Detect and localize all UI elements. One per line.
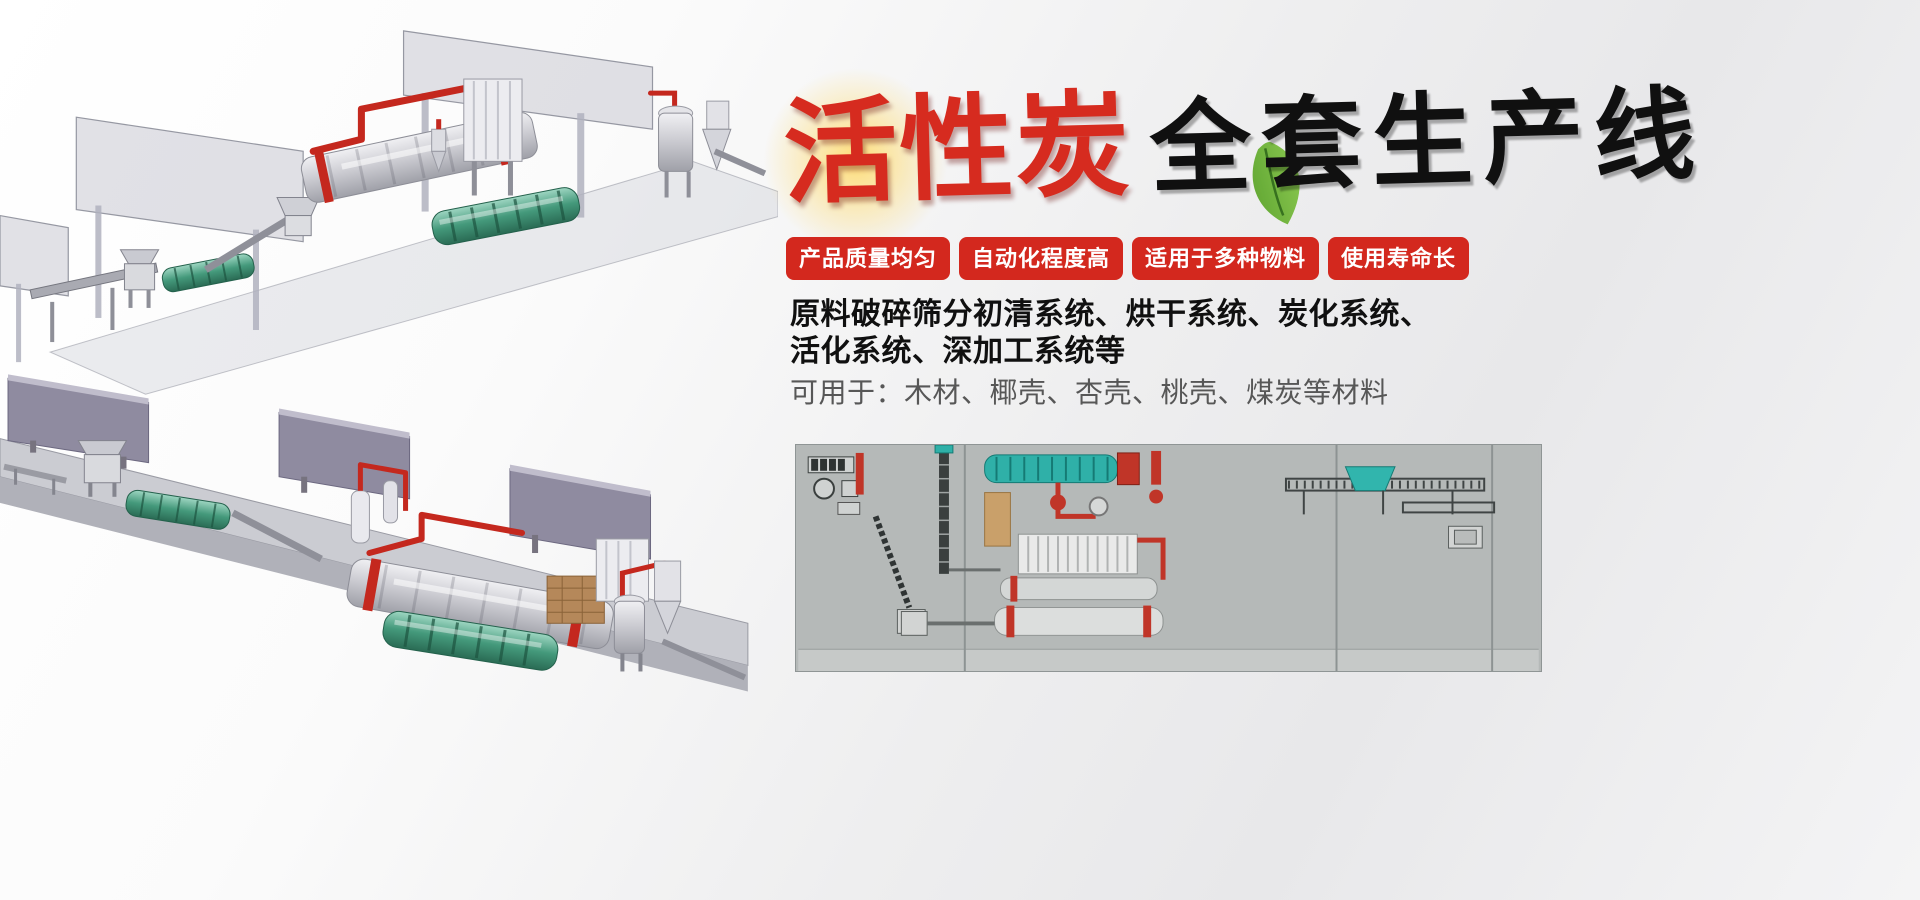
badge-materials: 适用于多种物料 bbox=[1132, 237, 1320, 280]
plant-layout-top-view bbox=[798, 445, 1539, 671]
system-description-line1: 原料破碎筛分初清系统、烘干系统、炭化系统、 bbox=[790, 298, 1431, 331]
discharge-box bbox=[900, 611, 928, 636]
surge-hopper bbox=[276, 196, 321, 237]
right-tank-cluster bbox=[613, 560, 747, 681]
badge-lifespan: 使用寿命长 bbox=[1328, 237, 1470, 280]
rotary-carbonization-drum bbox=[346, 558, 614, 650]
incline-conveyor bbox=[203, 214, 293, 273]
production-line-render-top bbox=[0, 0, 778, 398]
red-piping-main bbox=[366, 511, 526, 557]
gallery-walls bbox=[0, 30, 654, 297]
activation-drum-top-view bbox=[994, 605, 1164, 638]
cooling-rack bbox=[1017, 533, 1138, 575]
packing-line bbox=[1284, 466, 1496, 549]
feature-badges: 产品质量均匀 自动化程度高 适用于多种物料 使用寿命长 bbox=[786, 237, 1470, 280]
production-line-render-bottom bbox=[0, 360, 778, 740]
ground-slab bbox=[48, 160, 778, 395]
plant-layout-panel bbox=[795, 444, 1542, 672]
cyclone-separator bbox=[430, 119, 447, 173]
materials-line: 可用于：木材、椰壳、杏壳、桃壳、煤炭等材料 bbox=[790, 377, 1389, 408]
leaf-icon bbox=[1252, 141, 1300, 225]
render-bottom-illustration bbox=[0, 374, 749, 692]
badge-automation: 自动化程度高 bbox=[959, 237, 1124, 280]
right-tank-cluster bbox=[647, 90, 767, 198]
cyclone-tank-cluster bbox=[350, 462, 409, 544]
brick-furnace-wall bbox=[546, 575, 605, 624]
red-stack bbox=[1151, 450, 1162, 485]
dryer-drum-top-view bbox=[984, 452, 1140, 486]
red-blower bbox=[1149, 489, 1164, 504]
crusher-unit bbox=[119, 249, 160, 308]
crusher-unit bbox=[77, 440, 128, 497]
left-feed-conveyor bbox=[3, 463, 67, 495]
brick-block-top-view bbox=[984, 492, 1011, 547]
screening-drum bbox=[125, 489, 231, 530]
title-black: 全套生产线 bbox=[1148, 73, 1707, 208]
activation-drum bbox=[431, 187, 581, 246]
red-piping-cluster bbox=[1050, 482, 1109, 519]
carbonization-drum-top-view bbox=[999, 575, 1158, 602]
red-piping-right bbox=[1137, 537, 1166, 580]
bucket-elevator bbox=[934, 445, 1001, 574]
title-red: 活性炭 bbox=[781, 76, 1134, 221]
system-description: 原料破碎筛分初清系统、烘干系统、炭化系统、 活化系统、深加工系统等 bbox=[790, 296, 1431, 370]
dust-collector-cabinet bbox=[463, 78, 523, 196]
render-top-illustration bbox=[0, 30, 778, 395]
badge-quality: 产品质量均匀 bbox=[786, 237, 951, 280]
feeder-cluster bbox=[807, 452, 864, 515]
screening-drum bbox=[161, 253, 255, 293]
activation-drum bbox=[382, 610, 559, 671]
incline-conveyor-line bbox=[872, 515, 913, 609]
hero-title: 活性炭 全套生产线 bbox=[753, 57, 1707, 263]
incline-conveyor bbox=[231, 509, 323, 563]
system-description-line2: 活化系统、深加工系统等 bbox=[790, 335, 1126, 368]
